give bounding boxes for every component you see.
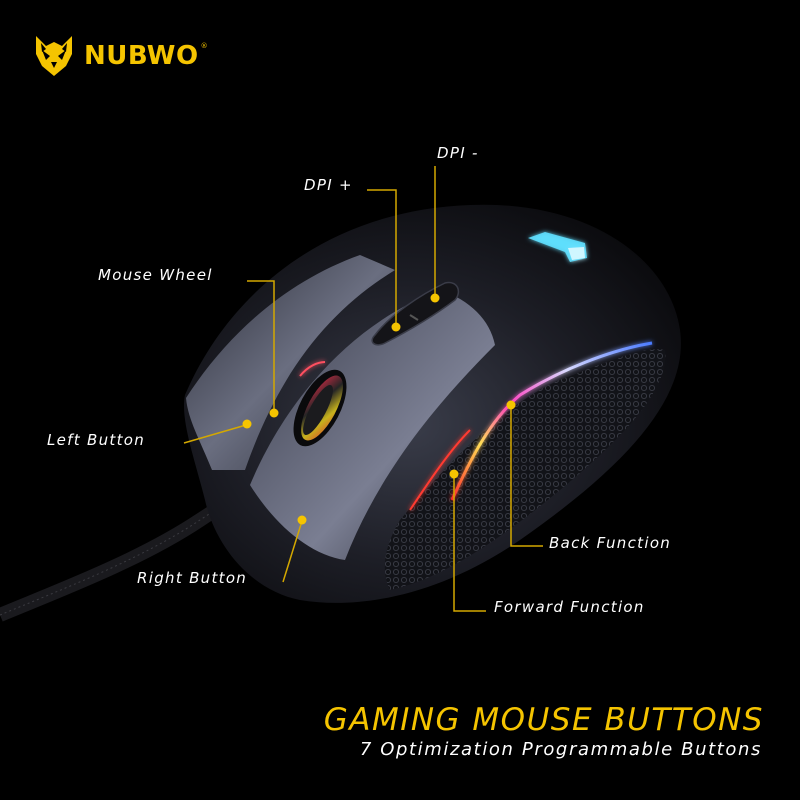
- brand-name: NUBWO: [84, 41, 199, 71]
- callout-dot-back-function: [506, 400, 516, 410]
- callout-line-forward-function: [453, 474, 486, 612]
- subheadline: 7 Optimization Programmable Buttons: [359, 739, 762, 760]
- callout-lines: [183, 166, 543, 612]
- callout-label-dpi-minus: DPI -: [437, 144, 479, 162]
- callout-label-back-function: Back Function: [549, 534, 672, 552]
- callout-label-mouse-wheel: Mouse Wheel: [98, 266, 213, 284]
- callout-line-right-button: [282, 520, 303, 583]
- callout-line-dpi-plus: [367, 189, 397, 326]
- headline: GAMING MOUSE BUTTONS: [323, 702, 764, 738]
- wolf-logo-glow: [528, 232, 587, 262]
- callout-dot-forward-function: [449, 469, 459, 479]
- callout-line-mouse-wheel: [247, 280, 275, 412]
- callout-line-left-button: [183, 424, 247, 444]
- left-button-shape: [186, 255, 395, 470]
- callout-dot-dpi-plus: [391, 322, 401, 332]
- right-button-shape: [250, 290, 495, 560]
- callout-label-left-button: Left Button: [47, 431, 146, 449]
- callout-dots: [242, 293, 516, 525]
- wolf-head-icon: [36, 36, 72, 76]
- rgb-strip: [450, 341, 653, 501]
- brand-logo: NUBWO ®: [32, 34, 214, 78]
- callout-dot-mouse-wheel: [269, 408, 279, 418]
- callout-dot-left-button: [242, 419, 252, 429]
- callout-label-right-button: Right Button: [137, 569, 248, 587]
- callout-label-dpi-plus: DPI +: [304, 176, 353, 194]
- registered-mark: ®: [200, 42, 208, 50]
- callout-dot-dpi-minus: [430, 293, 440, 303]
- callout-line-back-function: [510, 404, 543, 547]
- callout-dot-right-button: [297, 515, 307, 525]
- callout-label-forward-function: Forward Function: [494, 598, 645, 616]
- side-grip: [384, 349, 666, 590]
